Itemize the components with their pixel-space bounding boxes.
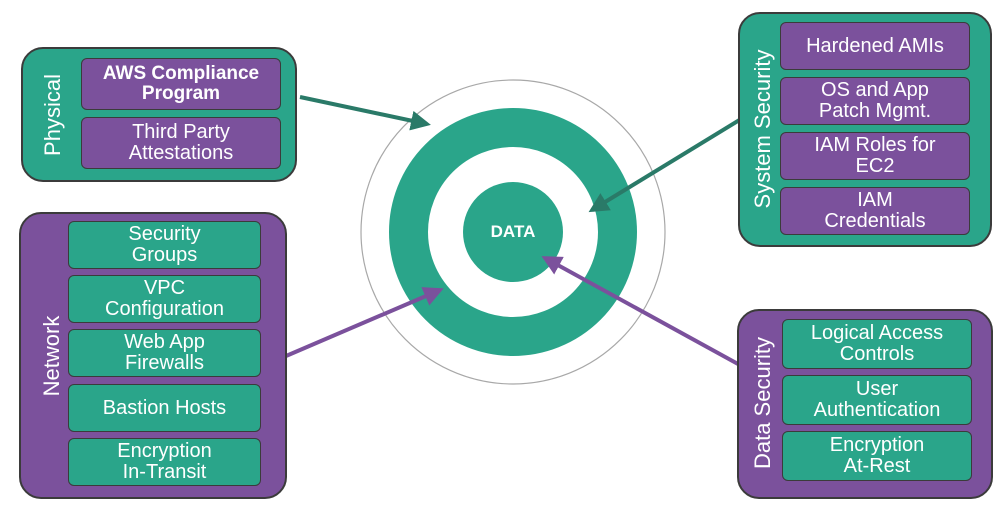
system-security-arrow (588, 114, 748, 213)
outer-thin-ring (360, 79, 666, 385)
physical-item-third-party: Third Party Attestations (81, 117, 281, 169)
network-item-vpc-configuration: VPC Configuration (68, 275, 261, 323)
system-item-iam-credentials: IAM Credentials (780, 187, 970, 235)
system-item-iam-roles-ec2: IAM Roles for EC2 (780, 132, 970, 180)
network-item-bastion-hosts: Bastion Hosts (68, 384, 261, 432)
network-item-security-groups: Security Groups (68, 221, 261, 269)
physical-arrow (299, 95, 431, 131)
data-item-encryption-at-rest: Encryption At-Rest (782, 431, 972, 481)
data-item-logical-access: Logical Access Controls (782, 319, 972, 369)
network-group-title: Network (39, 315, 64, 397)
physical-item-aws-compliance: AWS Compliance Program (81, 58, 281, 110)
data-core-label: DATA (490, 222, 536, 241)
physical-group-title: Physical (40, 74, 65, 156)
data-security-group-title: Data Security (750, 336, 775, 470)
system-item-patch-mgmt: OS and App Patch Mgmt. (780, 77, 970, 125)
network-arrow (285, 287, 444, 358)
data-security-arrow (541, 256, 739, 366)
data-core (463, 182, 563, 282)
network-item-web-app-firewalls: Web App Firewalls (68, 329, 261, 377)
system-item-hardened-amis: Hardened AMIs (780, 22, 970, 70)
green-ring (389, 108, 637, 356)
network-item-encryption-in-transit: Encryption In-Transit (68, 438, 261, 486)
system-security-group-title: System Security (750, 49, 775, 209)
data-item-user-authentication: User Authentication (782, 375, 972, 425)
